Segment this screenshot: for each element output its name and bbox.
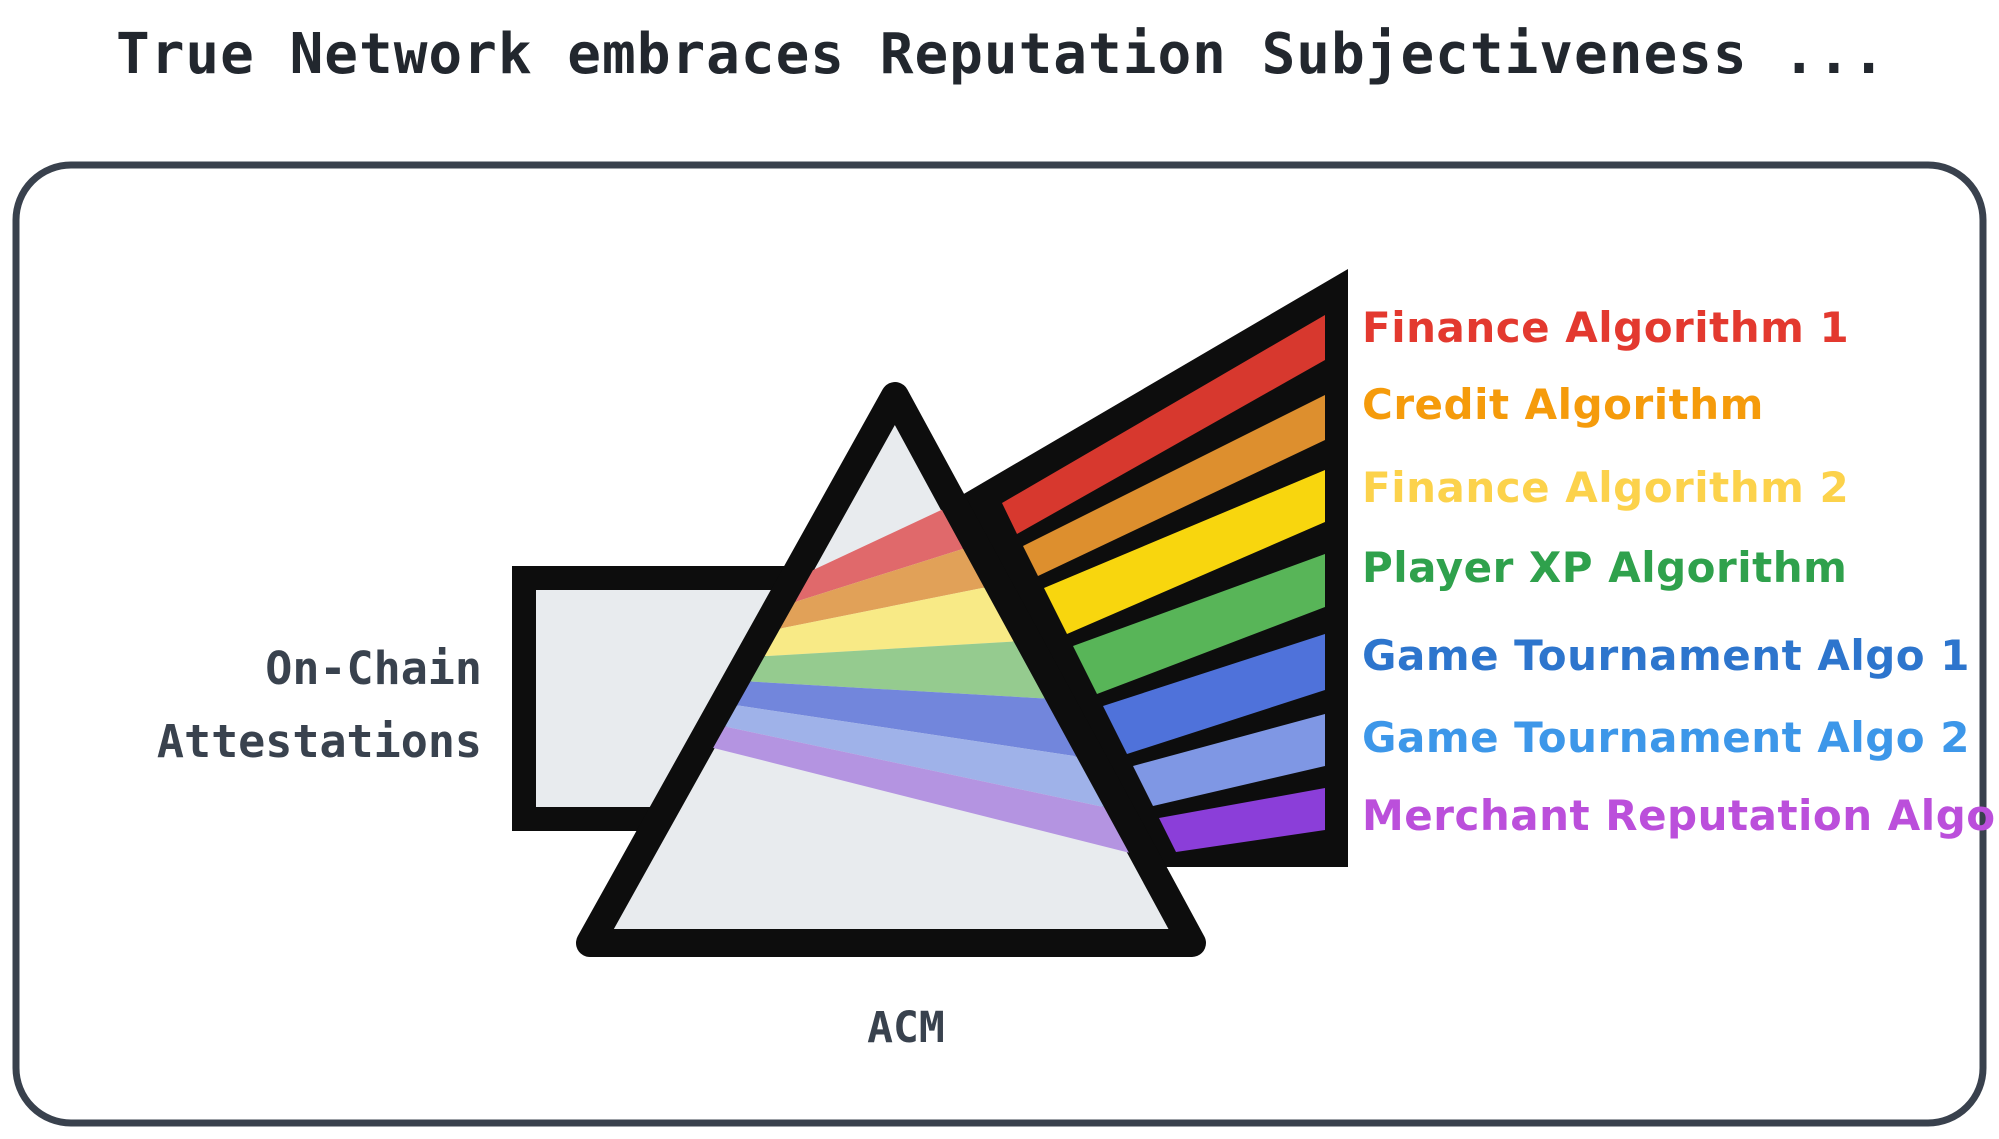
prism-band-blue (695, 679, 1101, 760)
prism-band-periwinkle (685, 699, 1127, 812)
prism-band-orange (728, 540, 1012, 639)
prism-caption: ACM (867, 1003, 945, 1053)
output-band-merchant-reputation-algo (1159, 788, 1325, 852)
label-finance-algorithm-1: Finance Algorithm 1 (1362, 303, 1849, 352)
output-band-credit-algorithm (1023, 395, 1325, 576)
label-merchant-reputation-algo: Merchant Reputation Algo (1362, 791, 1996, 840)
label-finance-algorithm-2: Finance Algorithm 2 (1362, 463, 1849, 512)
label-player-xp-algorithm: Player XP Algorithm (1362, 543, 1847, 592)
output-band-finance-algorithm-2 (1044, 470, 1325, 634)
label-game-tournament-algo-1: Game Tournament Algo 1 (1362, 631, 1970, 680)
output-band-game-tournament-algo-2 (1133, 714, 1325, 806)
prism-inner-spectrum (674, 497, 1150, 858)
prism-band-yellow (717, 582, 1041, 659)
prism-band-green (706, 640, 1071, 700)
input-beam-label-line2: Attestations (157, 715, 482, 768)
output-band-game-tournament-algo-1 (1103, 634, 1325, 754)
input-beam-label-line1: On-Chain (265, 642, 482, 695)
prism-band-purple (674, 718, 1150, 858)
label-game-tournament-algo-2: Game Tournament Algo 2 (1362, 713, 1970, 762)
label-credit-algorithm: Credit Algorithm (1362, 380, 1764, 429)
output-band-player-xp-algorithm (1073, 554, 1325, 694)
output-band-finance-algorithm-1 (1002, 315, 1325, 534)
page-title: True Network embraces Reputation Subject… (116, 22, 1886, 87)
